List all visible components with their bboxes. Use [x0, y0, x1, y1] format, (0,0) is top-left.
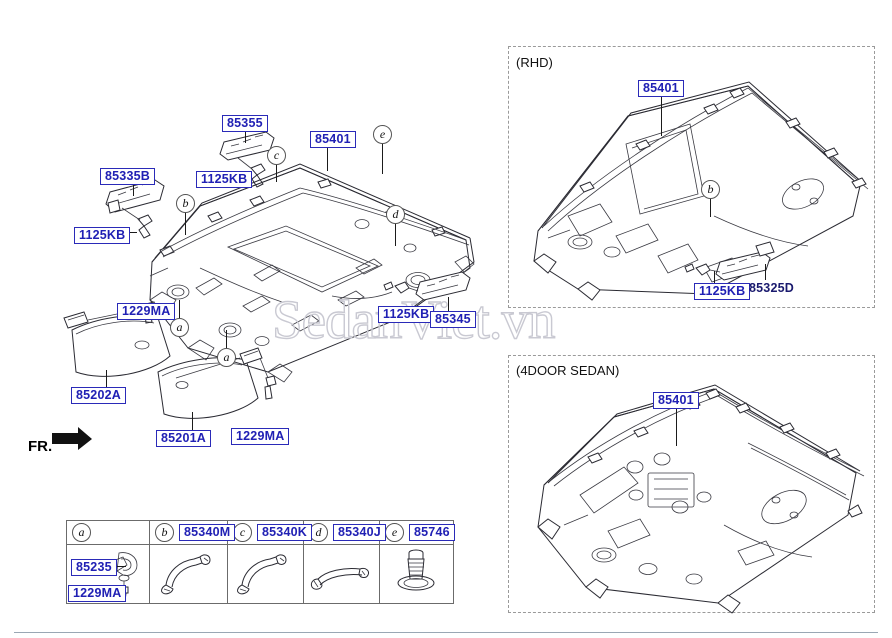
marker-c[interactable]: c: [267, 146, 286, 165]
callout-1125kb-left[interactable]: 1125KB: [74, 227, 131, 244]
legend-icon-grab-handle-k: [237, 554, 287, 595]
marker-a-driver[interactable]: a: [170, 318, 189, 337]
callout-panel1-85401[interactable]: 85401: [638, 80, 684, 97]
callout-85335b[interactable]: 85335B: [100, 168, 155, 185]
legend-letter-c: c: [233, 523, 252, 542]
legend-part-85340j[interactable]: 85340J: [333, 524, 386, 541]
stem-b: [185, 213, 186, 235]
legend-icon-clip-fastener: [397, 549, 435, 591]
callout-1125kb-upper[interactable]: 1125KB: [196, 171, 253, 188]
legend-letter-e: e: [385, 523, 404, 542]
leader-panel1-1125kb: [714, 271, 715, 283]
legend-column-d: d 85340J: [304, 521, 386, 603]
legend-body-a: 85235 1229MA: [67, 545, 149, 603]
legend-letter-a: a: [72, 523, 91, 542]
leader-panel2-85401: [676, 408, 677, 446]
legend-body-c: [228, 545, 303, 603]
panel-rhd-title: (RHD): [516, 55, 553, 70]
stem-a2: [226, 330, 227, 348]
panel-rhd: [508, 46, 875, 308]
marker-a-passenger[interactable]: a: [217, 348, 236, 367]
fr-arrow-icon: [52, 427, 92, 450]
stem-c: [276, 165, 277, 182]
front-direction-label: FR.: [28, 438, 53, 455]
legend-body-e: [380, 545, 453, 603]
legend-icon-grab-handle-m: [161, 554, 211, 595]
callout-1229ma-driver[interactable]: 1229MA: [117, 303, 176, 320]
legend-column-c: c 85340K: [228, 521, 312, 603]
main-headliner-artwork: [52, 131, 475, 450]
leader-panel1-85401: [661, 96, 662, 136]
legend-header-b: b 85340M: [150, 521, 236, 545]
marker-panel1-b[interactable]: b: [701, 180, 720, 199]
panel-rhd-artwork: [533, 81, 869, 301]
leader-85401: [327, 147, 328, 171]
legend-column-e: e 85746: [380, 521, 455, 603]
legend-letter-b: b: [155, 523, 174, 542]
panel-4door-sedan-title: (4DOOR SEDAN): [516, 363, 620, 378]
legend-leader-85235: [114, 566, 126, 567]
legend-subpart-85235[interactable]: 85235: [71, 559, 117, 576]
callout-panel2-85401[interactable]: 85401: [653, 392, 699, 409]
callout-panel1-1125kb[interactable]: 1125KB: [694, 283, 751, 300]
legend-part-85746[interactable]: 85746: [409, 524, 455, 541]
callout-85345[interactable]: 85345: [430, 311, 476, 328]
legend-part-85340k[interactable]: 85340K: [257, 524, 312, 541]
marker-e[interactable]: e: [373, 125, 392, 144]
stem-d: [395, 224, 396, 246]
marker-d[interactable]: d: [386, 205, 405, 224]
callout-85201a[interactable]: 85201A: [156, 430, 211, 447]
legend-body-d: [304, 545, 379, 603]
legend-header-d: d 85340J: [304, 521, 386, 545]
panel-4door-sedan: [508, 355, 875, 613]
stem-panel1-b: [710, 199, 711, 217]
panel-4door-sedan-artwork: [537, 384, 865, 614]
stem-e: [382, 144, 383, 174]
legend-header-e: e 85746: [380, 521, 455, 545]
callout-1125kb-center[interactable]: 1125KB: [378, 306, 435, 323]
legend-header-a: a: [67, 521, 149, 545]
marker-b[interactable]: b: [176, 194, 195, 213]
legend-column-b: b 85340M: [150, 521, 236, 603]
legend-column-a: a 85235 1229MA: [67, 521, 150, 603]
leader-85202a: [106, 370, 107, 387]
legend-header-c: c 85340K: [228, 521, 312, 545]
callout-85401-main[interactable]: 85401: [310, 131, 356, 148]
legend-body-b: [150, 545, 227, 603]
footer-divider: [14, 632, 878, 633]
callout-85202a[interactable]: 85202A: [71, 387, 126, 404]
legend-icon-coat-hook: [310, 568, 369, 590]
legend-table: a 85235 1229MA: [66, 520, 455, 604]
callout-panel1-85325d[interactable]: 85325D: [749, 281, 794, 295]
leader-85201a: [192, 412, 193, 430]
stem-a1: [179, 300, 180, 318]
leader-85335b: [133, 184, 134, 196]
leader-panel1-85325d: [765, 264, 766, 280]
legend-part-85340m[interactable]: 85340M: [179, 524, 236, 541]
callout-1229ma-passenger[interactable]: 1229MA: [231, 428, 290, 445]
leader-85355: [245, 131, 246, 143]
leader-85345: [448, 297, 449, 311]
legend-subpart-1229ma[interactable]: 1229MA: [68, 585, 127, 602]
callout-85355[interactable]: 85355: [222, 115, 268, 132]
